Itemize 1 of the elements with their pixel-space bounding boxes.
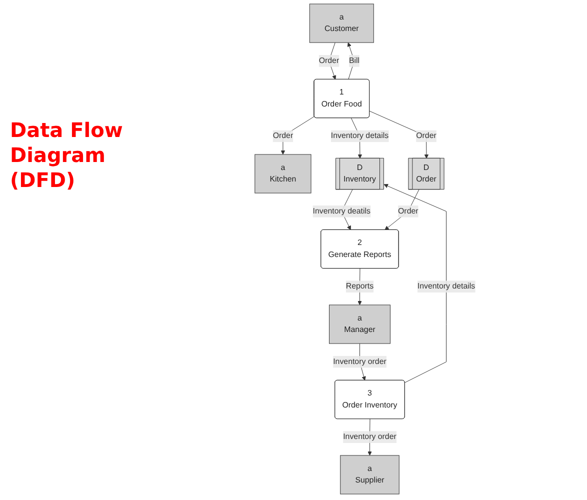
diagram-title: Data Flow Diagram (DFD) (10, 118, 124, 193)
